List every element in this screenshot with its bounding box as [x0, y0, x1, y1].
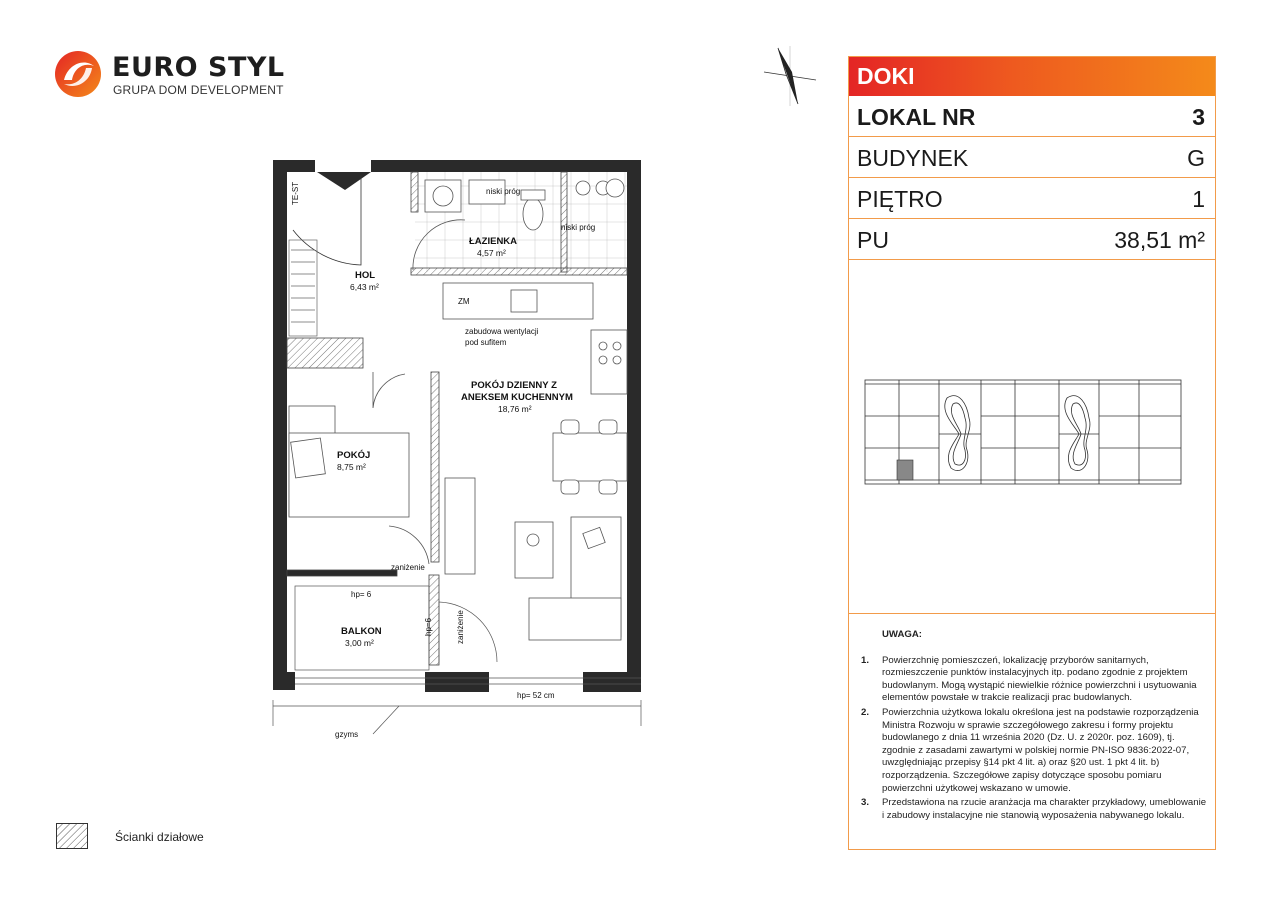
note-number: 2. [861, 706, 870, 718]
floor-plan: niski próg niski próg ŁAZIENKA 4,57 m² T… [272, 160, 642, 739]
bathroom-fixtures [412, 178, 625, 271]
hall-wardrobe [288, 239, 318, 337]
row-label: PIĘTRO [857, 186, 943, 212]
hatch-legend-icon [56, 823, 88, 849]
label-ventilation-1: zabudowa wentylacji [465, 327, 539, 336]
bedroom-furniture [288, 372, 430, 565]
room-living-name-2: ANEKSEM KUCHENNYM [461, 392, 573, 403]
info-panel: DOKI LOKAL NR 3 BUDYNEK G PIĘTRO 1 PU 38… [848, 56, 1216, 850]
label-gzyms: gzyms [335, 730, 358, 739]
room-bedroom-area: 8,75 m² [337, 462, 366, 472]
notes-section: UWAGA: 1. Powierzchnię pomieszczeń, loka… [859, 629, 1209, 824]
room-hall-name: HOL [355, 270, 375, 281]
label-hp-52: hp= 52 cm [517, 691, 555, 700]
room-balcony-area: 3,00 m² [345, 638, 374, 648]
partition-walls [286, 171, 628, 666]
note-item: 3. Przedstawiona na rzucie aranżacja ma … [859, 797, 1209, 822]
note-number: 3. [861, 797, 870, 809]
north-arrow-icon [763, 46, 817, 106]
note-item: 2. Powierzchnia użytkowa lokalu określon… [859, 707, 1209, 795]
room-balcony-name: BALKON [341, 626, 382, 637]
row-label: LOKAL NR [857, 104, 976, 130]
key-plan-drawing [864, 379, 1182, 485]
label-hp-6-a: hp= 6 [351, 590, 372, 599]
label-zanizenie-2: zaniżenie [456, 610, 465, 644]
brand-logo: EURO STYL GRUPA DOM DEVELOPMENT [54, 50, 294, 102]
room-hall-area: 6,43 m² [350, 282, 379, 292]
room-living-area: 18,76 m² [498, 404, 532, 414]
row-building: BUDYNEK G [849, 137, 1215, 178]
label-niski-prog-2: niski próg [561, 223, 595, 232]
room-living-name-1: POKÓJ DZIENNY Z [471, 379, 557, 391]
row-usable-area: PU 38,51 m² [849, 219, 1215, 260]
logo-mark-icon [55, 51, 101, 97]
living-furniture [444, 477, 622, 641]
highlighted-unit [896, 459, 914, 481]
note-text: Powierzchnia użytkowa lokalu określona j… [882, 706, 1199, 794]
label-niski-prog-1: niski próg [486, 187, 520, 196]
building-key-plan [849, 260, 1215, 614]
row-value: G [1187, 145, 1205, 171]
label-zanizenie-1: zaniżenie [391, 563, 425, 572]
cornice-line [272, 700, 642, 735]
row-unit-number: LOKAL NR 3 [849, 96, 1215, 137]
row-value: 1 [1192, 186, 1205, 212]
note-text: Przedstawiona na rzucie aranżacja ma cha… [882, 797, 1207, 821]
row-label: PU [857, 227, 889, 253]
row-floor: PIĘTRO 1 [849, 178, 1215, 219]
legend-label: Ścianki działowe [115, 830, 204, 844]
room-bedroom-name: POKÓJ [337, 449, 370, 461]
notes-title: UWAGA: [882, 629, 922, 640]
investment-name: DOKI [849, 57, 1215, 96]
label-ventilation-2: pod sufitem [465, 338, 507, 347]
note-number: 1. [861, 654, 870, 666]
label-dishwasher: ZM [458, 297, 470, 306]
label-te-st: TE-ST [291, 182, 300, 205]
note-item: 1. Powierzchnię pomieszczeń, lokalizację… [859, 655, 1209, 705]
balcony [294, 585, 641, 685]
row-value: 38,51 m² [1114, 227, 1205, 253]
row-value: 3 [1192, 104, 1205, 130]
dining-table [552, 419, 628, 495]
outer-walls [273, 160, 641, 692]
entrance-door [292, 172, 371, 266]
room-bathroom-name: ŁAZIENKA [469, 236, 517, 247]
brand-name: EURO STYL [112, 52, 285, 83]
label-hp-6-b: hp=6 [424, 617, 433, 636]
brand-subtitle: GRUPA DOM DEVELOPMENT [113, 83, 284, 97]
kitchen-counter [442, 282, 628, 395]
room-bathroom-area: 4,57 m² [477, 248, 506, 258]
row-label: BUDYNEK [857, 145, 969, 171]
note-text: Powierzchnię pomieszczeń, lokalizację pr… [882, 654, 1197, 704]
